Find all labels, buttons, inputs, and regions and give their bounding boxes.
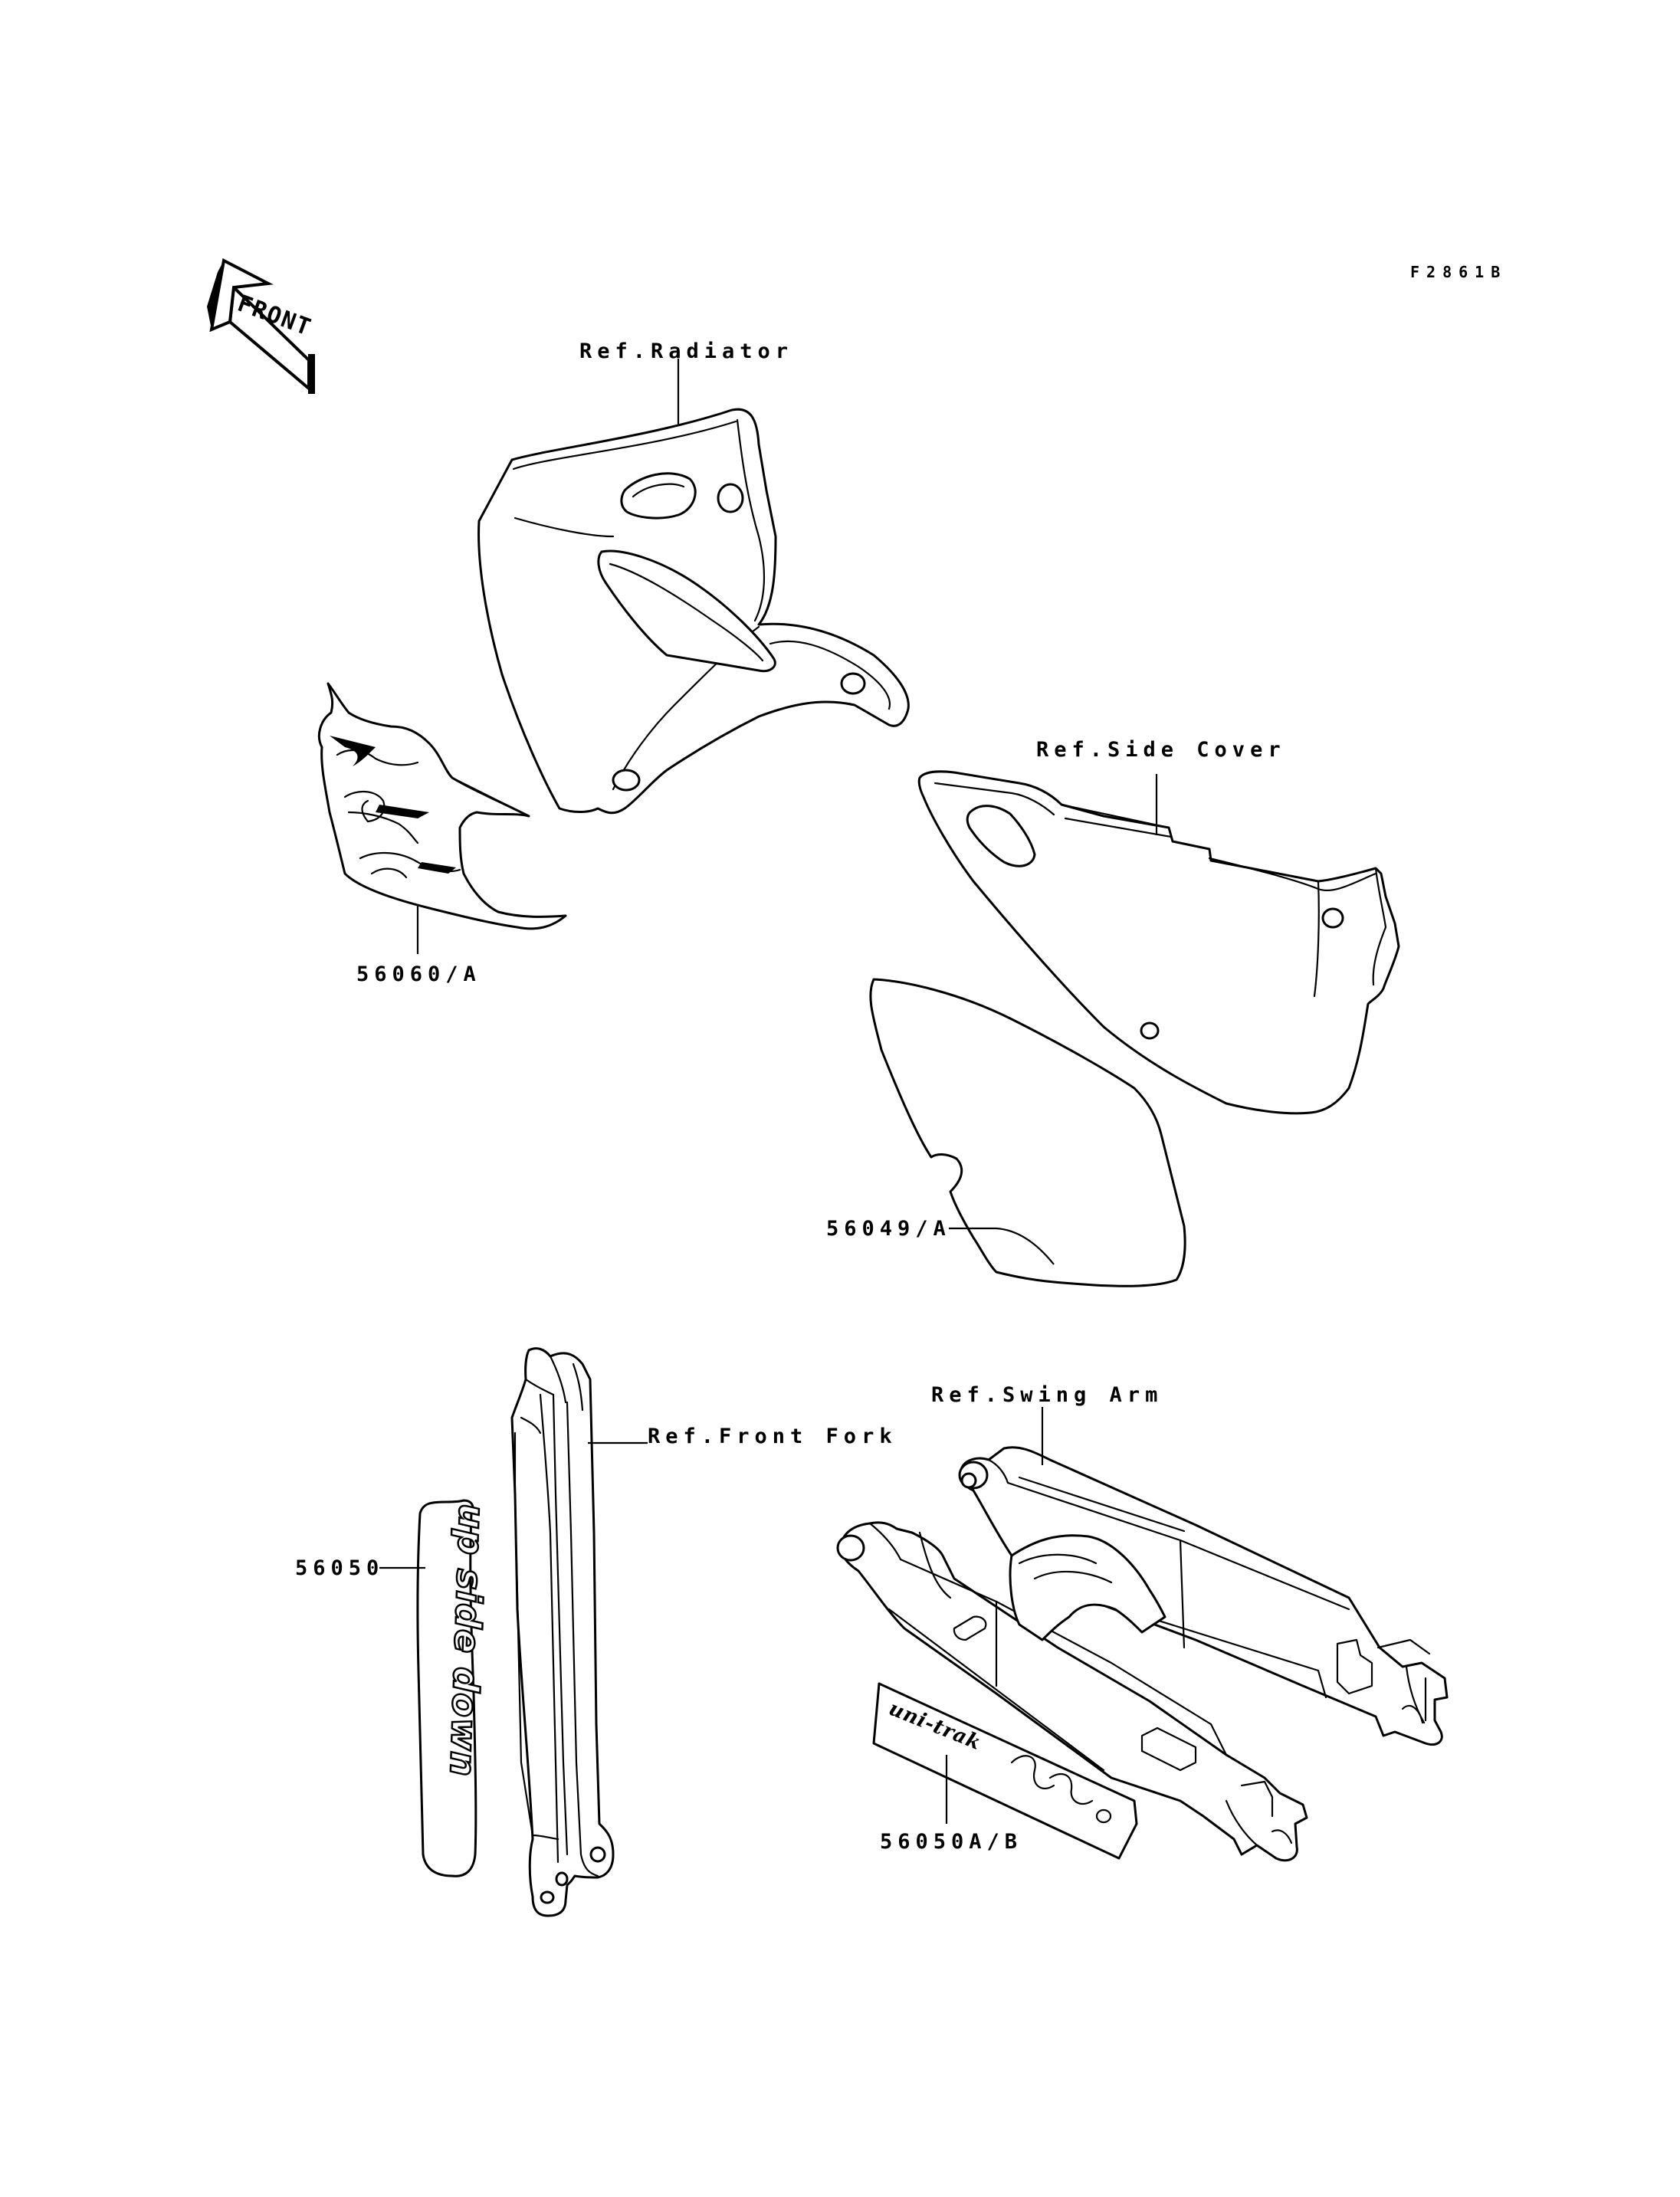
part-number-56050: 56050 bbox=[295, 1556, 384, 1580]
front-arrow-icon: FRONT bbox=[207, 257, 315, 394]
fork-decal-text: up side down bbox=[442, 1503, 493, 1778]
radiator-shroud bbox=[477, 408, 910, 815]
part-number-56049a: 56049/A bbox=[826, 1217, 951, 1241]
label-ref-side-cover: Ref.Side Cover bbox=[1036, 738, 1286, 762]
side-cover bbox=[917, 770, 1400, 1115]
fork-decal: up side down bbox=[416, 1499, 494, 1877]
front-fork-guard bbox=[510, 1347, 615, 1917]
side-cover-decal bbox=[869, 978, 1186, 1287]
figure-code: F2861B bbox=[1410, 263, 1507, 281]
label-ref-swing-arm: Ref.Swing Arm bbox=[931, 1383, 1163, 1407]
part-number-56060a: 56060/A bbox=[356, 962, 481, 986]
swing-arm bbox=[836, 1446, 1449, 1862]
part-number-56050ab: 56050A/B bbox=[880, 1830, 1022, 1854]
shroud-decal bbox=[318, 682, 567, 930]
label-ref-radiator: Ref.Radiator bbox=[579, 339, 793, 363]
label-ref-front-fork: Ref.Front Fork bbox=[648, 1425, 897, 1448]
